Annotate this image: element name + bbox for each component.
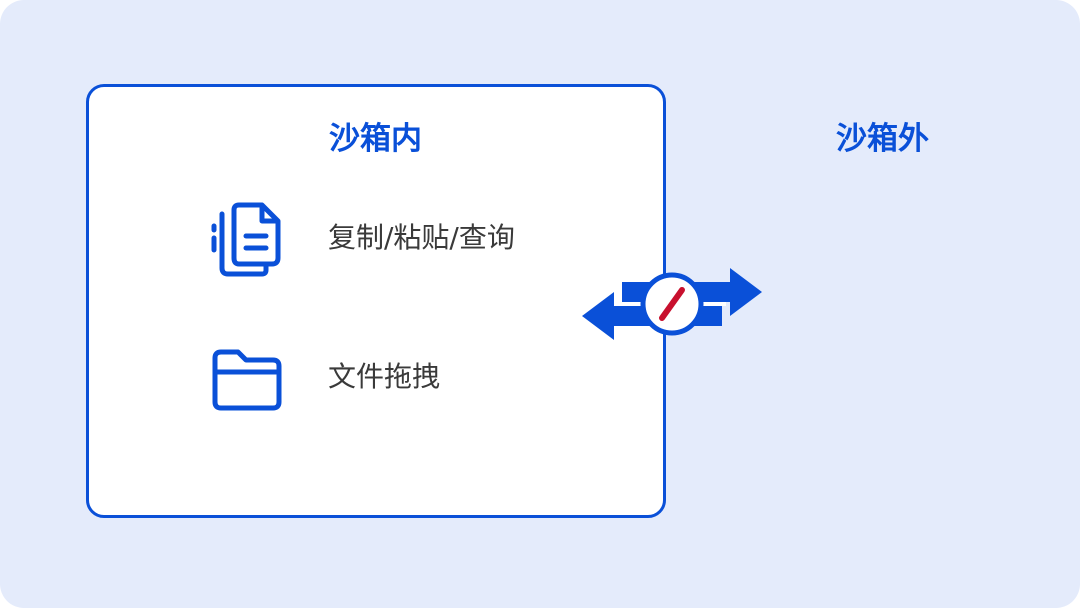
folder-icon — [212, 349, 282, 411]
feature-label-file-drag: 文件拖拽 — [328, 360, 441, 393]
sandbox-inside-title: 沙箱内 — [329, 121, 422, 157]
blocked-bidirectional-arrows-icon — [582, 268, 762, 340]
sandbox-inside-box — [86, 84, 666, 518]
feature-label-copy-paste-query: 复制/粘贴/查询 — [328, 221, 515, 254]
sandbox-outside-title: 沙箱外 — [836, 121, 929, 157]
document-copy-icon — [211, 202, 281, 277]
